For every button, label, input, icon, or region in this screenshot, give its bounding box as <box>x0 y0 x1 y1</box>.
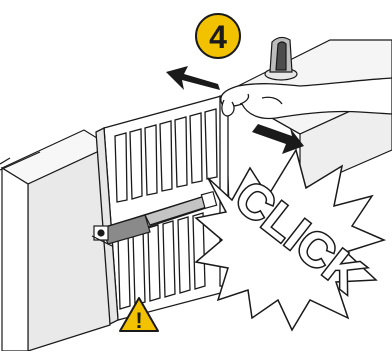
step-number: 4 <box>209 19 227 55</box>
warning-symbol: ! <box>135 308 142 333</box>
step-badge: 4 <box>196 14 240 58</box>
right-wall <box>226 40 392 190</box>
